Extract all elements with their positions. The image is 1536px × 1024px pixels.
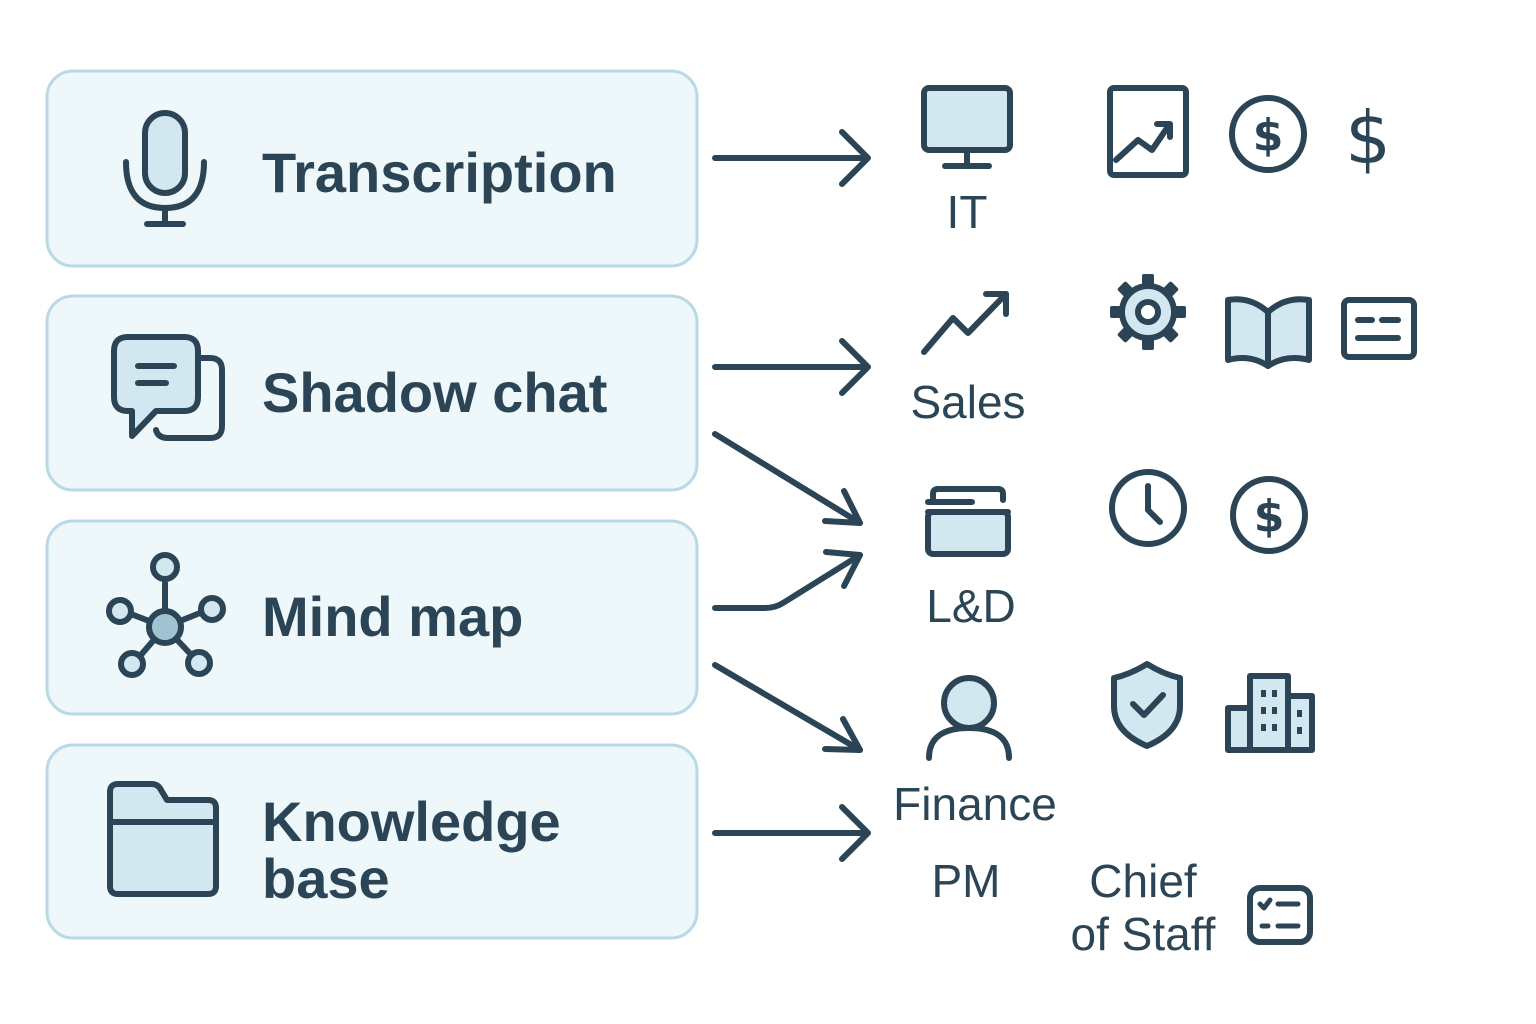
- folder-icon: [107, 781, 219, 897]
- department-label: L&D: [926, 580, 1015, 632]
- dollar-circle-icon: $: [1230, 476, 1308, 554]
- shield-check-icon: [1111, 661, 1183, 749]
- feature-label: Transcription: [262, 141, 617, 204]
- arrow-mind-map-to-ld: [712, 549, 863, 611]
- feature-shadow-chat: Shadow chat: [45, 294, 699, 492]
- department-label: of Staff: [1071, 908, 1216, 960]
- department-label: Chief: [1089, 855, 1197, 907]
- department-pm: PM: [932, 855, 1001, 907]
- feature-label: base: [262, 847, 390, 910]
- dollar-circle-icon: $: [1229, 95, 1307, 173]
- monitor-icon: [921, 85, 1013, 169]
- feature-label: Shadow chat: [262, 361, 607, 424]
- svg-text:$: $: [1345, 96, 1391, 180]
- chart-document-icon: [1107, 85, 1189, 178]
- svg-text:$: $: [1254, 491, 1285, 542]
- department-sales: Sales: [910, 291, 1026, 428]
- department-finance: Finance: [893, 675, 1057, 830]
- building-icon: [1225, 673, 1315, 753]
- open-book-icon: [1225, 296, 1312, 369]
- department-label: IT: [947, 186, 988, 238]
- microphone-icon: [123, 110, 207, 227]
- department-label: PM: [932, 855, 1001, 907]
- connector-arrows: [712, 129, 871, 862]
- checklist-icon: [1247, 885, 1313, 945]
- gear-icon: [1110, 274, 1186, 350]
- feature-box: [45, 69, 699, 268]
- arrow-transcription-to-it: [712, 129, 871, 187]
- feature-label: Knowledge: [262, 790, 561, 853]
- clock-icon: [1109, 469, 1187, 547]
- svg-text:$: $: [1253, 110, 1284, 161]
- department-chief-of-staff: Chief of Staff: [1071, 855, 1313, 960]
- arrow-shadow-chat-to-sales: [712, 338, 871, 396]
- feature-label: Mind map: [262, 585, 523, 648]
- feature-knowledge-base: Knowledge base: [45, 743, 699, 940]
- feature-transcription: Transcription: [45, 69, 699, 268]
- chat-bubbles-icon: [111, 334, 225, 441]
- card-stack-icon: [925, 486, 1011, 557]
- arrow-shadow-chat-to-ld: [712, 431, 863, 526]
- department-label: Sales: [910, 376, 1025, 428]
- department-label: Finance: [893, 778, 1057, 830]
- trend-up-icon: [921, 291, 1009, 355]
- arrow-mind-map-to-finance: [712, 662, 863, 753]
- dollar-sign-icon: $: [1345, 96, 1391, 180]
- arrow-knowledge-base-to-finance: [712, 804, 871, 862]
- feature-box: [45, 294, 699, 492]
- mind-map-icon: [106, 552, 226, 678]
- id-card-icon: [1341, 297, 1417, 360]
- person-icon: [926, 675, 1012, 761]
- feature-mind-map: Mind map: [45, 519, 699, 716]
- department-ld: L&D: [925, 486, 1016, 632]
- department-it: IT: [921, 85, 1013, 238]
